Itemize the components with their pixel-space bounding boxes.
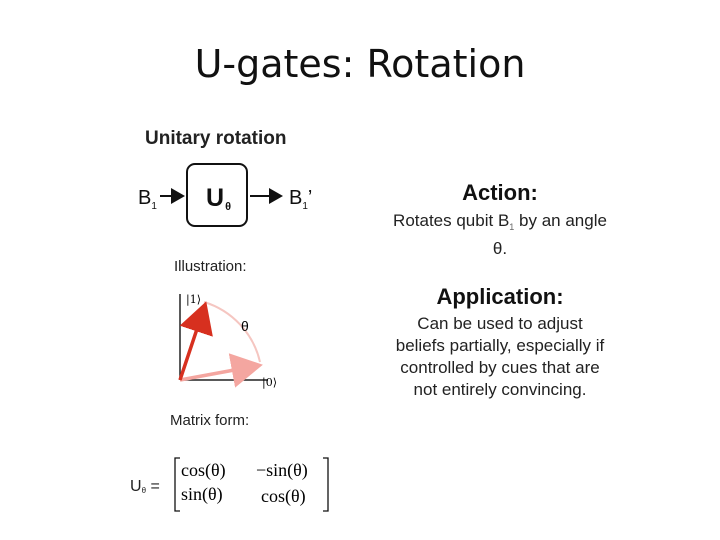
- matrix-lhs: Uθ =: [130, 478, 160, 495]
- application-text: Can be used to adjust beliefs partially,…: [395, 314, 605, 399]
- matrix-heading: Matrix form:: [170, 412, 250, 429]
- action-title: Action:: [462, 180, 538, 205]
- illustration-heading: Illustration:: [174, 258, 247, 275]
- action-text: Rotates qubit B1 by an angle θ.: [393, 211, 607, 258]
- right-bracket: [323, 457, 329, 512]
- left-bracket: [174, 457, 180, 512]
- matrix-r2c1: sin(θ): [181, 484, 223, 505]
- matrix-r1c2: −sin(θ): [256, 460, 308, 481]
- output-qubit-label: B1’: [289, 187, 313, 212]
- input-qubit-label: B1: [138, 187, 157, 212]
- page-title: U-gates: Rotation: [194, 42, 526, 86]
- u-gate-box: [186, 163, 248, 227]
- ket-zero-label: |0⟩: [262, 376, 277, 390]
- rotation-illustration: |1⟩ |0⟩ θ: [178, 293, 277, 390]
- application-title: Application:: [436, 284, 564, 309]
- unitary-rotation-heading: Unitary rotation: [145, 128, 287, 149]
- matrix-r2c2: cos(θ): [261, 486, 306, 507]
- rotation-arc: [203, 301, 261, 363]
- angle-label: θ: [241, 318, 249, 334]
- u-gate-label: Uθ: [206, 184, 232, 213]
- ket-one-label: |1⟩: [186, 293, 201, 307]
- rotated-vector: [179, 353, 263, 388]
- matrix-r1c1: cos(θ): [181, 460, 226, 481]
- initial-vector: [178, 301, 213, 381]
- rotation-matrix: cos(θ) −sin(θ) sin(θ) cos(θ): [174, 457, 329, 512]
